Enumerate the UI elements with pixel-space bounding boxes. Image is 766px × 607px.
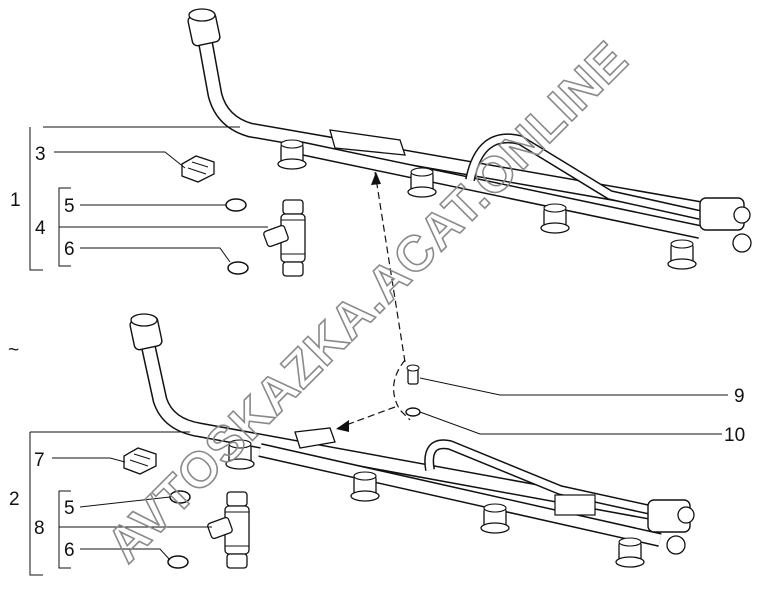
callout-7: 7 xyxy=(34,450,45,471)
seal-upper-top xyxy=(225,198,247,212)
upper-fuel-rail xyxy=(187,8,752,270)
clip-lower xyxy=(123,447,157,475)
washer xyxy=(405,407,421,417)
rail-bracket-lower xyxy=(294,427,336,449)
dashed-guide-upper xyxy=(374,171,406,363)
callout-8: 8 xyxy=(34,518,45,539)
callout-9: 9 xyxy=(734,386,745,407)
leader-lines xyxy=(29,126,728,576)
callout-5-lower: 5 xyxy=(64,498,75,519)
seal-upper-bottom xyxy=(227,261,249,275)
callout-1: 1 xyxy=(10,190,21,211)
injector-upper xyxy=(262,199,306,277)
callout-6-upper: 6 xyxy=(64,239,75,260)
clip-upper xyxy=(181,155,215,183)
callout-5-upper: 5 xyxy=(64,196,75,217)
callout-10: 10 xyxy=(724,425,745,446)
callout-3: 3 xyxy=(35,144,46,165)
callout-4: 4 xyxy=(35,218,46,239)
rail-bracket-upper xyxy=(329,129,406,156)
lower-fuel-rail xyxy=(129,313,695,568)
callout-2: 2 xyxy=(9,489,20,510)
tilde-mark: ~ xyxy=(8,340,19,361)
callout-6-lower: 6 xyxy=(64,540,75,561)
injector-lower xyxy=(206,491,250,569)
seal-lower-bottom xyxy=(167,555,189,569)
